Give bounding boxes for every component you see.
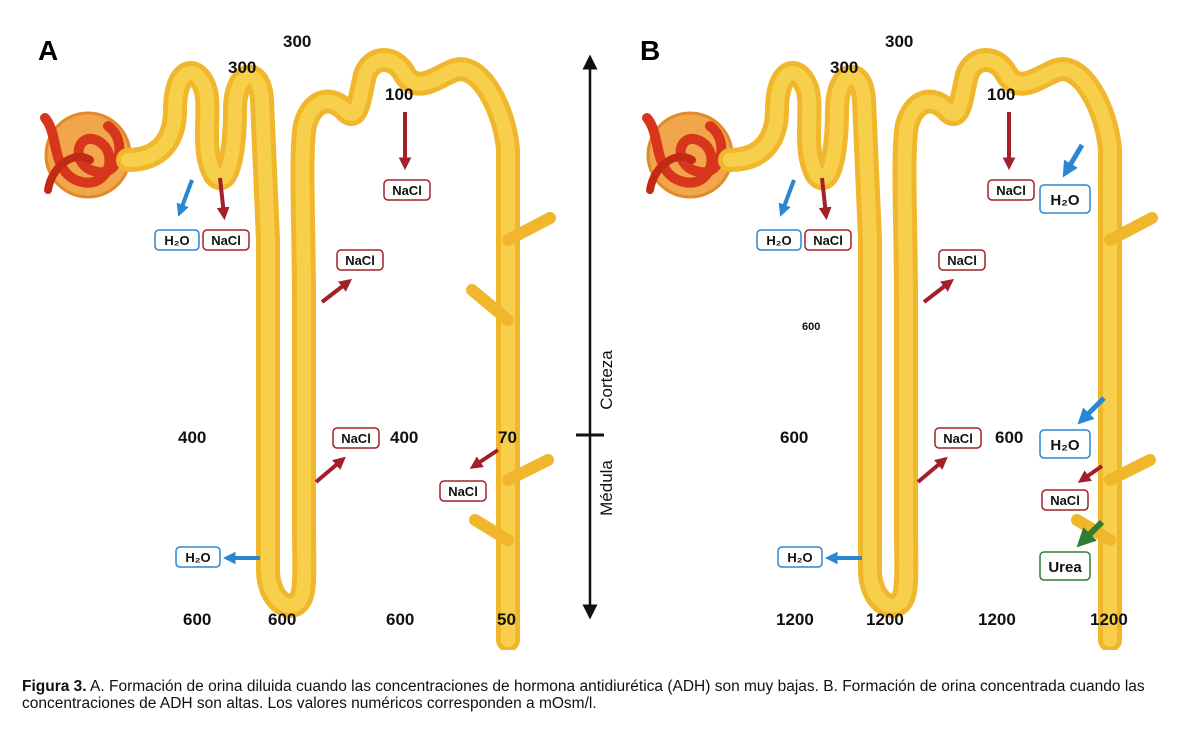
tag-b-cd-h2o: H₂O — [1039, 429, 1091, 459]
arrow-a-cd-nacl — [469, 448, 500, 469]
caption-text: A. Formación de orina diluida cuando las… — [22, 678, 1145, 712]
tag-a-dl-h2o: H₂O — [175, 546, 221, 568]
arrow-a-tal-upper-nacl — [320, 278, 353, 304]
svg-text:H₂O: H₂O — [1050, 192, 1079, 209]
tag-a-pct-h2o: H₂O — [154, 229, 200, 251]
arrow-a-pct-nacl — [216, 177, 230, 221]
axis-label-medula: Médula — [597, 460, 616, 516]
tag-b-tal-lower-nacl: NaCl — [934, 427, 982, 449]
caption-label: Figura 3. — [22, 678, 87, 695]
svg-text:H₂O: H₂O — [164, 233, 189, 248]
osm-b-top: 300 — [885, 32, 913, 51]
figure-caption: Figura 3. A. Formación de orina diluida … — [22, 678, 1182, 712]
arrow-b-pct-nacl — [818, 177, 832, 221]
tag-b-cd-nacl: NaCl — [1041, 489, 1089, 511]
osm-b-bottom-left: 1200 — [776, 610, 814, 629]
svg-text:NaCl: NaCl — [1050, 493, 1080, 508]
tag-a-cd-nacl: NaCl — [439, 480, 487, 502]
svg-text:NaCl: NaCl — [943, 431, 973, 446]
osm-b-cd-bottom: 1200 — [1090, 610, 1128, 629]
osm-b-tal-top: 100 — [987, 85, 1015, 104]
osm-a-bottom-mid: 600 — [386, 610, 414, 629]
svg-text:NaCl: NaCl — [392, 183, 422, 198]
osm-b-bottom-mid: 1200 — [978, 610, 1016, 629]
svg-text:NaCl: NaCl — [947, 253, 977, 268]
osm-a-tal-top: 100 — [385, 85, 413, 104]
tag-a-pct-nacl: NaCl — [202, 229, 250, 251]
cortex-medulla-axis: Corteza Médula — [576, 54, 616, 620]
svg-text:H₂O: H₂O — [185, 550, 210, 565]
svg-text:NaCl: NaCl — [211, 233, 241, 248]
tag-b-pct-nacl: NaCl — [804, 229, 852, 251]
arrow-b-dct-h2o — [1062, 143, 1085, 178]
axis-label-corteza: Corteza — [597, 350, 616, 410]
tag-a-tal-lower-nacl: NaCl — [332, 427, 380, 449]
osm-a-cd-mid: 70 — [498, 428, 517, 447]
osm-b-left-mid: 600 — [780, 428, 808, 447]
panel-b: B 300 300 100 600 600 600 1200 1200 1200… — [640, 32, 1158, 650]
arrow-b-tal-upper-nacl — [922, 278, 955, 304]
osm-a-right-mid: 400 — [390, 428, 418, 447]
tag-b-dct-h2o: H₂O — [1039, 184, 1091, 214]
osm-b-right-mid: 600 — [995, 428, 1023, 447]
arrow-b-tal-lower-nacl — [916, 456, 948, 484]
nephron-tubule-a — [116, 48, 556, 650]
tag-b-dct-nacl: NaCl — [987, 179, 1035, 201]
osm-b-loop-top: 300 — [830, 58, 858, 77]
osm-a-top: 300 — [283, 32, 311, 51]
glomerulus-b-icon — [642, 111, 734, 199]
tag-b-tal-upper-nacl: NaCl — [938, 249, 986, 271]
svg-text:NaCl: NaCl — [448, 484, 478, 499]
svg-text:NaCl: NaCl — [996, 183, 1026, 198]
arrow-b-pct-h2o — [778, 179, 796, 217]
tag-a-tal-upper-nacl: NaCl — [336, 249, 384, 271]
osm-a-bottom-left: 600 — [183, 610, 211, 629]
osm-a-cd-bottom: 50 — [497, 610, 516, 629]
osm-a-left-mid: 400 — [178, 428, 206, 447]
panel-a: A 300 300 100 400 400 70 600 600 600 50 — [38, 32, 556, 650]
tag-b-dl-h2o: H₂O — [777, 546, 823, 568]
svg-text:NaCl: NaCl — [813, 233, 843, 248]
svg-text:NaCl: NaCl — [341, 431, 371, 446]
svg-text:H₂O: H₂O — [766, 233, 791, 248]
svg-text:H₂O: H₂O — [1050, 437, 1079, 454]
osm-a-loop-tip: 600 — [268, 610, 296, 629]
osm-a-loop-top: 300 — [228, 58, 256, 77]
tag-a-dct-nacl: NaCl — [383, 179, 431, 201]
svg-text:Urea: Urea — [1048, 559, 1082, 576]
svg-text:H₂O: H₂O — [787, 550, 812, 565]
arrow-a-pct-h2o — [176, 179, 194, 217]
panel-b-letter: B — [640, 35, 660, 66]
arrow-b-cd-h2o — [1077, 396, 1106, 425]
arrow-a-tal-lower-nacl — [314, 456, 346, 484]
nephron-figure: A 300 300 100 400 400 70 600 600 600 50 — [38, 32, 1158, 650]
arrow-b-cd-urea — [1076, 519, 1105, 548]
osm-b-small-mid: 600 — [802, 321, 820, 333]
panel-a-letter: A — [38, 35, 58, 66]
tag-b-pct-h2o: H₂O — [756, 229, 802, 251]
osm-b-loop-tip: 1200 — [866, 610, 904, 629]
arrow-b-cd-nacl — [1077, 464, 1104, 483]
svg-text:NaCl: NaCl — [345, 253, 375, 268]
tag-b-cd-urea: Urea — [1039, 551, 1091, 581]
